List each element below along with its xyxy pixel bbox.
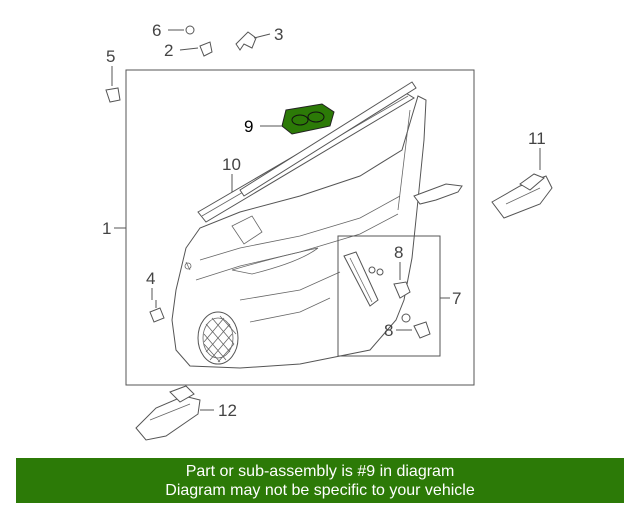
callout-2: 2: [164, 41, 173, 60]
info-banner: Part or sub-assembly is #9 in diagram Di…: [16, 458, 624, 503]
part-8-cap-upper: [368, 266, 411, 299]
callout-9: 9: [244, 117, 253, 136]
callout-11: 11: [528, 129, 546, 148]
callout-6: 6: [152, 21, 161, 40]
belt-molding: [197, 81, 417, 223]
part-2-clip: [199, 41, 213, 57]
callout-8-upper: 8: [394, 243, 403, 262]
callout-12: 12: [218, 401, 237, 420]
leader-lines: [111, 29, 541, 411]
callout-5: 5: [106, 47, 115, 66]
parts-diagram: 6 2 3 5 1 4 10 9 11 8 8 7 12: [102, 21, 553, 441]
part-11-switch-assembly: [491, 173, 553, 219]
callout-1: 1: [102, 219, 111, 238]
part-4-screw: [149, 300, 165, 323]
callout-7: 7: [452, 289, 461, 308]
part-8-cap-lower: [401, 313, 431, 339]
callout-10: 10: [222, 155, 241, 174]
part-9-switch-bezel: [281, 103, 335, 135]
door-trim-panel: [171, 95, 427, 369]
part-12-switch-assembly: [135, 385, 201, 441]
part-5-clip: [105, 87, 121, 103]
part-6-clip: [185, 25, 195, 35]
banner-line-2: Diagram may not be specific to your vehi…: [165, 482, 475, 499]
inner-handle: [413, 183, 463, 205]
callout-4: 4: [146, 269, 155, 288]
callout-3: 3: [274, 25, 283, 44]
callout-8-lower: 8: [384, 321, 393, 340]
banner-line-1: Part or sub-assembly is #9 in diagram: [185, 463, 455, 480]
part-7-handle: [343, 251, 379, 307]
speaker-grille: [197, 311, 239, 365]
part-7-group-box: [337, 235, 441, 357]
part-3-bracket: [235, 31, 257, 51]
